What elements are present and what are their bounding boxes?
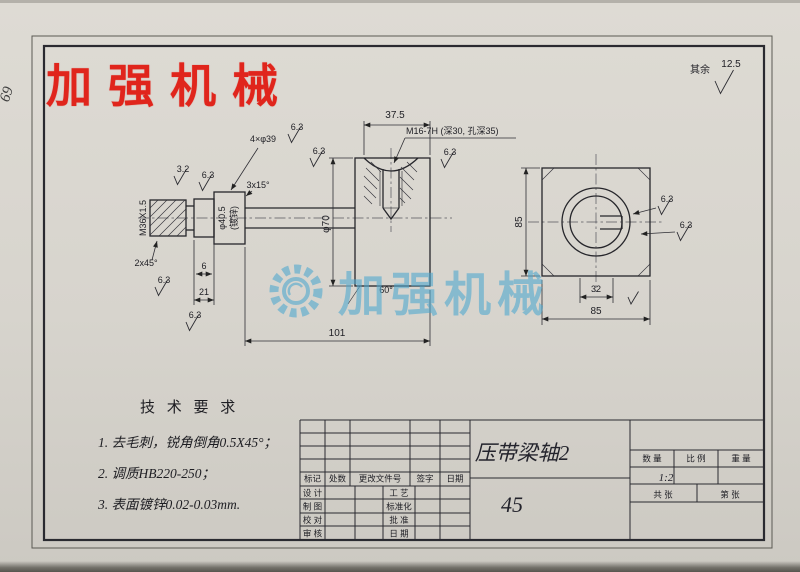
tech-req-item: 1. 去毛刺，锐角倒角0.5X45°； (98, 435, 278, 450)
row-process: 工 艺 (389, 488, 408, 498)
surface-note-value: 12.5 (721, 59, 741, 70)
dim-85-bottom: 85 (590, 306, 602, 317)
rev-mark-label: 标记 (304, 474, 322, 484)
title-block: 标记 处数 更改文件号 签字 日期 设 计 工 艺 制 图 标准化 校 对 批 … (299, 419, 764, 540)
row-design: 设 计 (303, 488, 323, 498)
dim-phi70: φ70 (321, 215, 332, 233)
technical-requirements: 技 术 要 求 1. 去毛刺，锐角倒角0.5X45°； 2. 调质HB220-2… (98, 396, 277, 524)
tech-req-item: 3. 表面镀锌0.02-0.03mm. (98, 497, 241, 512)
tech-req-title: 技 术 要 求 (140, 400, 240, 416)
roughness-63: 6.3 (313, 146, 326, 156)
roughness-icon (714, 69, 734, 95)
callout-4xphi39: 4×φ39 (250, 134, 276, 144)
qty-label: 数 量 (642, 454, 662, 464)
part-name: 压带梁轴2 (475, 441, 570, 465)
dim-85-side: 85 (514, 216, 525, 228)
weight-label: 重 量 (731, 454, 751, 464)
surface-note-prefix: 其余 (690, 63, 710, 76)
row-approve: 批 准 (389, 515, 409, 525)
sheet-total-label: 共 张 (653, 490, 673, 500)
scale-label: 比 例 (686, 454, 705, 464)
scale-value: 1:2 (659, 472, 674, 484)
centerlines (138, 148, 664, 292)
thread-m36-label: M36X1.5 (138, 200, 148, 236)
row-draw: 制 图 (303, 502, 322, 512)
m16-callout: M16-7H (深30, 孔深35) (406, 126, 499, 136)
dim-37-5: 37.5 (385, 110, 405, 121)
dim-32: 32 (591, 284, 601, 294)
roughness-32: 3.2 (177, 164, 190, 174)
plating-label: (镀锌) (228, 206, 239, 230)
dim-101: 101 (329, 328, 346, 339)
rev-count-label: 处数 (329, 474, 347, 484)
dimension-layer: 37.5 M16-7H (深30, 孔深35) 6.3 φ70 101 21 6… (134, 110, 692, 346)
material-grade: 45 (501, 492, 523, 517)
angle-60-label: 60° (379, 285, 393, 295)
end-view (541, 167, 651, 277)
sheet-no-label: 第 张 (720, 490, 740, 500)
rev-date-label: 日期 (446, 474, 463, 484)
scan-edge-top (0, 0, 800, 3)
row-audit: 审 核 (303, 529, 323, 539)
rev-sign-label: 签字 (416, 474, 433, 484)
row-check: 校 对 (303, 515, 323, 525)
border-frame (31, 35, 773, 549)
roughness-63: 6.3 (291, 122, 304, 132)
tech-req-item: 2. 调质HB220-250； (98, 466, 215, 481)
roughness-63: 6.3 (661, 194, 674, 204)
dim-21: 21 (199, 287, 209, 297)
row-date: 日 期 (389, 529, 408, 539)
rev-doc-label: 更改文件号 (359, 474, 402, 484)
roughness-63: 6.3 (158, 275, 171, 285)
chamfer-2x45: 2x45° (134, 258, 158, 268)
left-shaft-view (149, 191, 355, 245)
scan-edge-bottom (0, 561, 800, 572)
roughness-63: 6.3 (189, 310, 202, 320)
roughness-63: 6.3 (202, 170, 215, 180)
main-body-view (347, 157, 431, 305)
dia-40-5-label: φ40.5 (217, 206, 227, 229)
general-roughness-note: 其余 12.5 (690, 59, 741, 95)
dim-6: 6 (201, 261, 206, 271)
roughness-63: 6.3 (444, 147, 457, 157)
row-standard: 标准化 (386, 502, 412, 512)
chamfer-3x15: 3x15° (246, 180, 270, 190)
roughness-63: 6.3 (680, 220, 693, 230)
brand-stamp-text: 加强机械 (46, 60, 294, 112)
